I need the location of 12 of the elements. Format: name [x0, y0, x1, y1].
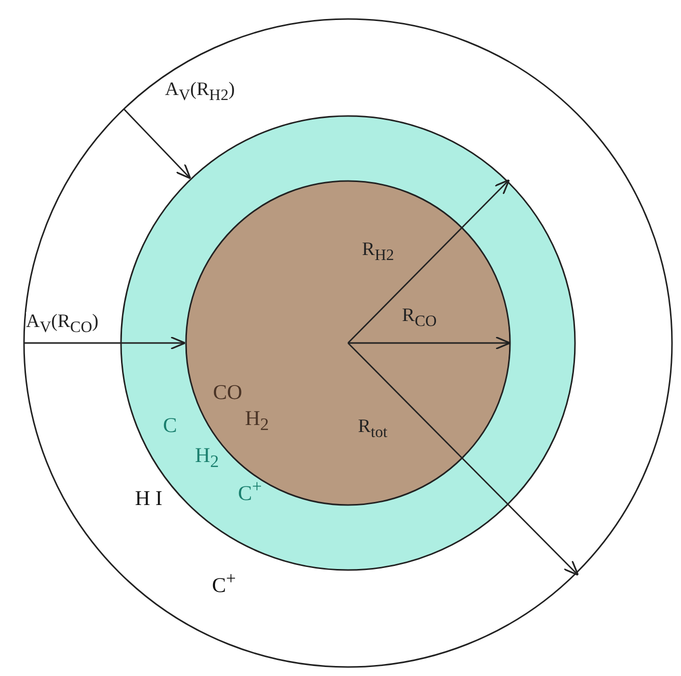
region-label: H$_{2}$ — [245, 408, 269, 434]
arrow — [24, 336, 186, 350]
dimension-label: R$_{CO}$ — [402, 306, 437, 330]
region-label: C$^{+}$ — [212, 570, 236, 596]
region-label: C — [163, 415, 178, 436]
region-label: CO — [213, 382, 242, 403]
dimension-label: R$_{tot}$ — [358, 417, 388, 441]
region-label: C$^{+}$ — [238, 478, 262, 504]
dimension-label: R$_{H2}$ — [362, 240, 394, 264]
arrow — [123, 108, 192, 180]
region-label: H I — [135, 488, 162, 509]
region-label: H$_{2}$ — [195, 445, 219, 471]
